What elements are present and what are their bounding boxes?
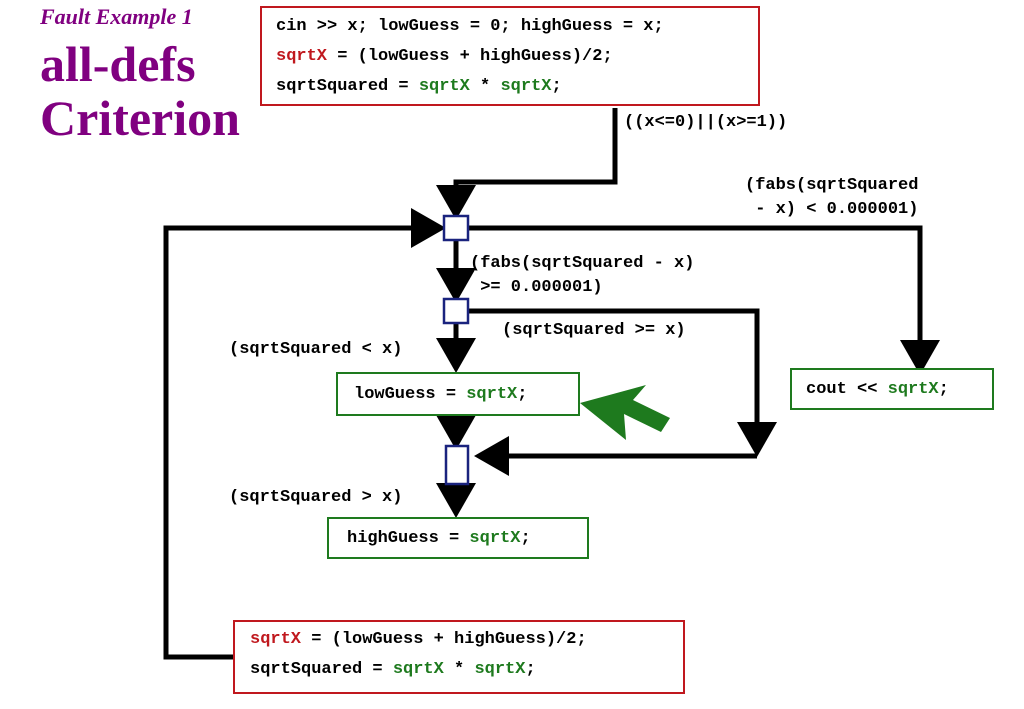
fault-pointer-arrow	[580, 385, 670, 440]
init-line-2: sqrtX = (lowGuess + highGuess)/2;	[276, 47, 613, 66]
lt-x-condition: (sqrtSquared < x)	[229, 340, 403, 359]
recompute-line-2: sqrtSquared = sqrtX * sqrtX;	[250, 660, 536, 679]
edge-loop-back	[163, 208, 446, 660]
exit-condition-line2: - x) < 0.000001)	[745, 200, 919, 219]
loop-condition-line2: >= 0.000001)	[470, 278, 603, 297]
init-code-box: cin >> x; lowGuess = 0; highGuess = x; s…	[260, 6, 760, 106]
x-range-condition: ((x<=0)||(x>=1))	[624, 113, 788, 132]
slide-title-line2: Criterion	[40, 90, 240, 146]
init-line-1: cin >> x; lowGuess = 0; highGuess = x;	[276, 17, 664, 36]
cout-box: cout << sqrtX;	[790, 368, 994, 410]
edge-ge	[468, 308, 777, 457]
edge-entry	[436, 108, 618, 220]
gt-x-condition: (sqrtSquared > x)	[229, 488, 403, 507]
decision-node-1	[442, 214, 470, 242]
recompute-code-box: sqrtX = (lowGuess + highGuess)/2; sqrtSq…	[233, 620, 685, 694]
decision-node-2	[442, 297, 470, 325]
slide-title-line1: all-defs	[40, 36, 196, 92]
high-guess-code: highGuess = sqrtX;	[347, 529, 531, 548]
loop-condition-line1: (fabs(sqrtSquared - x)	[470, 254, 695, 273]
init-line-3: sqrtSquared = sqrtX * sqrtX;	[276, 77, 562, 96]
edge-exit	[468, 225, 940, 375]
join-node-3	[444, 444, 470, 486]
ge-x-condition: (sqrtSquared >= x)	[502, 321, 686, 340]
recompute-line-1: sqrtX = (lowGuess + highGuess)/2;	[250, 630, 587, 649]
low-guess-box: lowGuess = sqrtX;	[336, 372, 580, 416]
slide-subtitle: Fault Example 1	[40, 4, 193, 29]
exit-condition-line1: (fabs(sqrtSquared	[745, 176, 919, 195]
high-guess-box: highGuess = sqrtX;	[327, 517, 589, 559]
low-guess-code: lowGuess = sqrtX;	[354, 385, 528, 404]
cout-code: cout << sqrtX;	[806, 380, 949, 399]
